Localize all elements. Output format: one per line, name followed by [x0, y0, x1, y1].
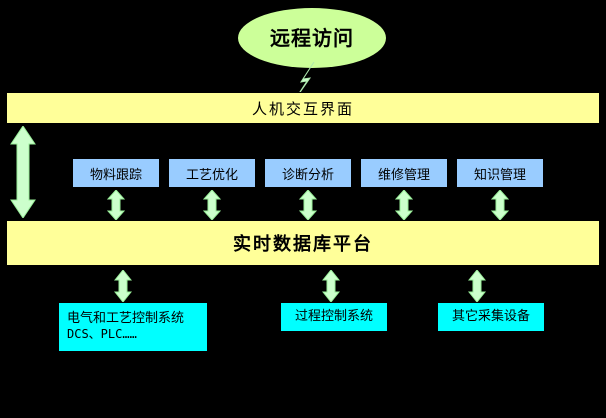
arrow-module-knowledge-management-to-platform: [491, 190, 509, 220]
arrow-module-process-optimization-to-platform: [203, 190, 221, 220]
data-source-process-control-system[interactable]: 过程控制系统: [280, 302, 388, 332]
data-source-title: 其它采集设备: [451, 308, 530, 324]
arrow-module-maintenance-management-to-platform: [395, 190, 413, 220]
human-machine-interface-label: 人机交互界面: [251, 99, 354, 118]
arrow-module-diagnostic-analysis-to-platform: [299, 190, 317, 220]
human-machine-interface-bar[interactable]: 人机交互界面: [6, 92, 600, 124]
arrow-platform-to-electrical-process-control: [114, 270, 132, 302]
function-module-material-tracking[interactable]: 物料跟踪: [72, 158, 160, 188]
realtime-database-platform-bar[interactable]: 实时数据库平台: [6, 220, 600, 266]
function-module-label: 知识管理: [473, 167, 526, 183]
function-module-label: 维修管理: [377, 167, 430, 183]
function-module-knowledge-management[interactable]: 知识管理: [456, 158, 544, 188]
data-source-subtitle: DCS、PLC……: [67, 327, 137, 342]
data-source-title: 过程控制系统: [294, 308, 373, 324]
function-module-process-optimization[interactable]: 工艺优化: [168, 158, 256, 188]
remote-access-label: 远程访问: [270, 26, 354, 50]
data-source-other-acquisition-devices[interactable]: 其它采集设备: [437, 302, 545, 332]
function-module-maintenance-management[interactable]: 维修管理: [360, 158, 448, 188]
remote-access-node[interactable]: 远程访问: [238, 8, 386, 68]
data-source-title: 电气和工艺控制系统: [67, 311, 185, 327]
realtime-database-platform-label: 实时数据库平台: [233, 234, 373, 255]
function-module-diagnostic-analysis[interactable]: 诊断分析: [264, 158, 352, 188]
function-module-label: 诊断分析: [281, 167, 334, 183]
arrow-module-material-tracking-to-platform: [107, 190, 125, 220]
arrow-platform-to-process-control-system: [322, 270, 340, 302]
arrow-platform-to-other-acquisition-devices: [468, 270, 486, 302]
function-module-label: 物料跟踪: [89, 167, 142, 183]
data-source-electrical-process-control[interactable]: 电气和工艺控制系统 DCS、PLC……: [58, 302, 208, 352]
arrow-interface-to-platform: [10, 126, 36, 218]
function-module-label: 工艺优化: [185, 167, 238, 183]
